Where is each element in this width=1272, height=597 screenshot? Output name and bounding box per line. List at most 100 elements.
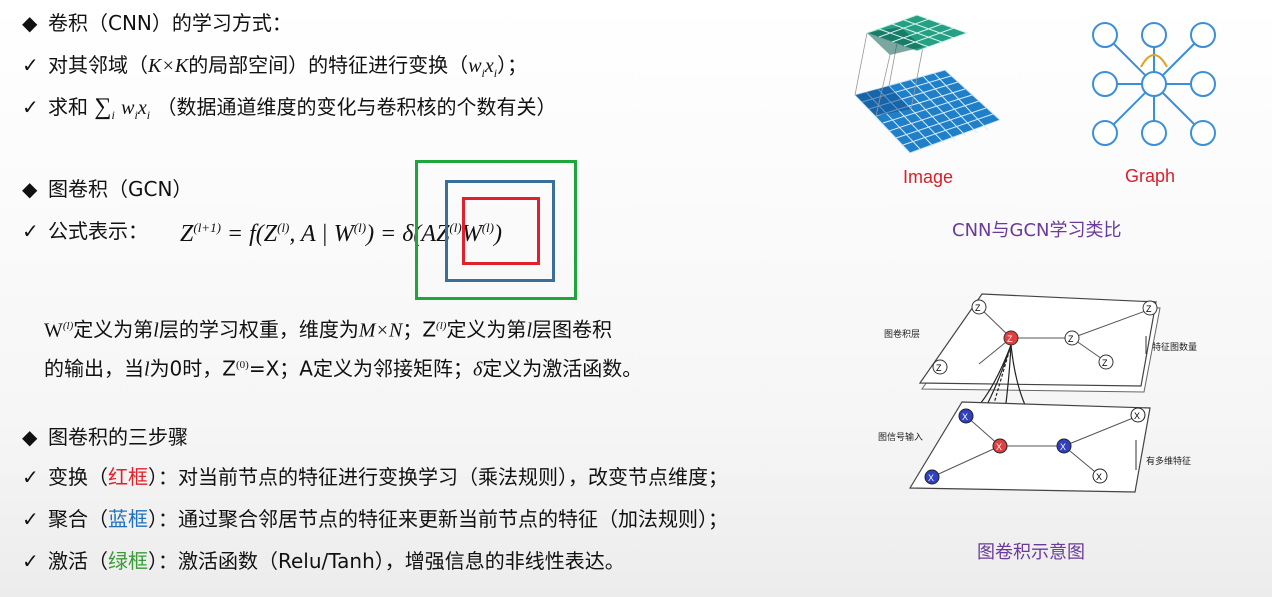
check-icon: ✓ <box>22 465 39 489</box>
check-icon: ✓ <box>22 219 39 243</box>
text: M×N <box>358 319 403 342</box>
graph-label: Graph <box>1125 166 1175 186</box>
text: δ <box>472 358 483 381</box>
blue-box-aggregation <box>445 180 555 282</box>
diamond-bullet-icon: ◆ <box>22 11 38 35</box>
red-box-label: 红框 <box>108 465 148 489</box>
step-activation: ✓激活（绿框）：激活函数（Relu/Tanh），增强信息的非线性表达。 <box>22 548 625 574</box>
text: X <box>1060 442 1066 452</box>
section3-heading: ◆图卷积的三步骤 <box>22 424 188 450</box>
text: 的局部空间）的特征进行变换（ <box>188 53 469 77</box>
text: l <box>526 319 532 342</box>
text: Z <box>1007 334 1013 344</box>
text: X <box>996 442 1002 452</box>
section1-heading: ◆ 卷积（CNN）的学习方式： <box>22 10 292 36</box>
math-sub: i <box>481 66 485 80</box>
text: Z <box>1146 304 1152 314</box>
text: Z <box>1068 334 1074 344</box>
text: AZ <box>421 221 450 247</box>
layer-bottom-label: 图信号输入 <box>878 431 923 442</box>
text: 为0时，Z <box>149 356 236 381</box>
text: l <box>153 319 159 342</box>
text: ) = δ( <box>366 221 422 247</box>
text: =X；A定义为邻接矩阵； <box>248 356 473 381</box>
math-sub: i <box>111 108 115 122</box>
feature-grid <box>865 14 969 55</box>
image-grid <box>854 69 1001 154</box>
input-layer <box>908 401 1151 493</box>
math-x: x <box>137 97 147 119</box>
text: Z <box>1102 358 1108 368</box>
formula-row: ✓ 公式表示： <box>22 218 148 244</box>
section1-item1: ✓对其邻域（K×K的局部空间）的特征进行变换（wixi）； <box>22 52 527 86</box>
gcn-schematic: Z Z Z Z Z Z X X X X X X 图卷积层 图信号输入 特征图数量… <box>878 293 1197 493</box>
blue-box-label: 蓝框 <box>108 507 148 531</box>
side-arrows <box>1135 336 1147 470</box>
text: ）； <box>497 53 528 77</box>
diamond-bullet-icon: ◆ <box>22 177 38 201</box>
green-box-activation <box>415 160 577 300</box>
check-icon: ✓ <box>22 53 39 77</box>
math-kxk: K×K <box>148 55 189 77</box>
text: 求和 <box>48 95 88 119</box>
feature-map-count-label: 特征图数量 <box>1152 341 1197 352</box>
section2-title: 图卷积（GCN） <box>48 177 193 201</box>
green-box-label: 绿框 <box>108 549 148 573</box>
text: 层的学习权重，维度为 <box>158 317 359 342</box>
diamond-bullet-icon: ◆ <box>22 425 38 449</box>
multi-dim-feature-label: 有多维特征 <box>1146 455 1191 466</box>
text: (l) <box>62 320 74 332</box>
definition-line2: 的输出，当l为0时，Z(0)=X；A定义为邻接矩阵；δ定义为激活函数。 <box>44 352 642 383</box>
text: ；Z <box>402 317 437 342</box>
math-w: w <box>468 55 482 77</box>
figure2-caption: 图卷积示意图 <box>977 542 1085 563</box>
text: = f(Z <box>220 221 278 247</box>
text: Z <box>936 363 942 373</box>
text: Z <box>975 303 981 313</box>
text: (l) <box>277 220 290 235</box>
text: 变换（ <box>48 465 108 489</box>
text: 对其邻域（ <box>48 53 148 77</box>
text: (l) <box>481 220 494 235</box>
text: (l) <box>436 320 447 332</box>
text: 层图卷积 <box>532 317 612 342</box>
text: X <box>1134 411 1140 421</box>
check-icon: ✓ <box>22 507 39 531</box>
text: X <box>928 473 934 483</box>
text: （数据通道维度的变化与卷积核的个数有关） <box>156 95 557 119</box>
text: l <box>144 358 150 381</box>
text: 定义为第 <box>73 317 154 342</box>
text: (l) <box>449 220 462 235</box>
text: 的输出，当 <box>44 356 144 381</box>
text: X <box>1096 472 1102 482</box>
text: W <box>44 319 63 342</box>
section1-title: 卷积（CNN）的学习方式： <box>48 11 292 35</box>
text: ) <box>493 221 502 247</box>
text: ）：对当前节点的特征进行变换学习（乘法规则），改变节点维度； <box>148 465 728 489</box>
section1-item2: ✓求和 ∑i wixi （数据通道维度的变化与卷积核的个数有关） <box>22 94 556 128</box>
math-x: x <box>484 55 494 77</box>
text: (l+1) <box>193 220 221 235</box>
definition-line1: W(l)定义为第l层的学习权重，维度为M×N；Z(l)定义为第l层图卷积 <box>44 313 612 344</box>
text: 定义为激活函数。 <box>482 356 643 381</box>
image-label: Image <box>903 167 953 187</box>
text: (0) <box>236 359 249 371</box>
cnn-gcn-figure: Image Graph <box>854 14 1216 187</box>
text: 聚合（ <box>48 507 108 531</box>
text: (l) <box>353 220 367 235</box>
text: Z <box>180 221 194 247</box>
formula-label: 公式表示： <box>48 219 148 243</box>
gcn-formula: Z(l+1) = f(Z(l), A | W(l)) = δ(AZ(l)W(l)… <box>180 208 502 254</box>
step-transform: ✓ 变换（红框）：对当前节点的特征进行变换学习（乘法规则），改变节点维度； <box>22 464 728 490</box>
text: X <box>962 412 968 422</box>
step-aggregation: ✓聚合（蓝框）：通过聚合邻居节点的特征来更新当前节点的特征（加法规则）； <box>22 506 728 532</box>
graph-diagram <box>1092 22 1216 146</box>
check-icon: ✓ <box>22 95 39 119</box>
text: 激活（ <box>48 549 108 573</box>
text: ）：激活函数（Relu/Tanh），增强信息的非线性表达。 <box>148 549 625 573</box>
math-sub: i <box>146 108 151 122</box>
red-box-transform <box>462 197 540 265</box>
conv-layer-stack <box>918 293 1161 393</box>
math-sub: i <box>493 66 498 80</box>
text: , A | W <box>289 221 354 247</box>
